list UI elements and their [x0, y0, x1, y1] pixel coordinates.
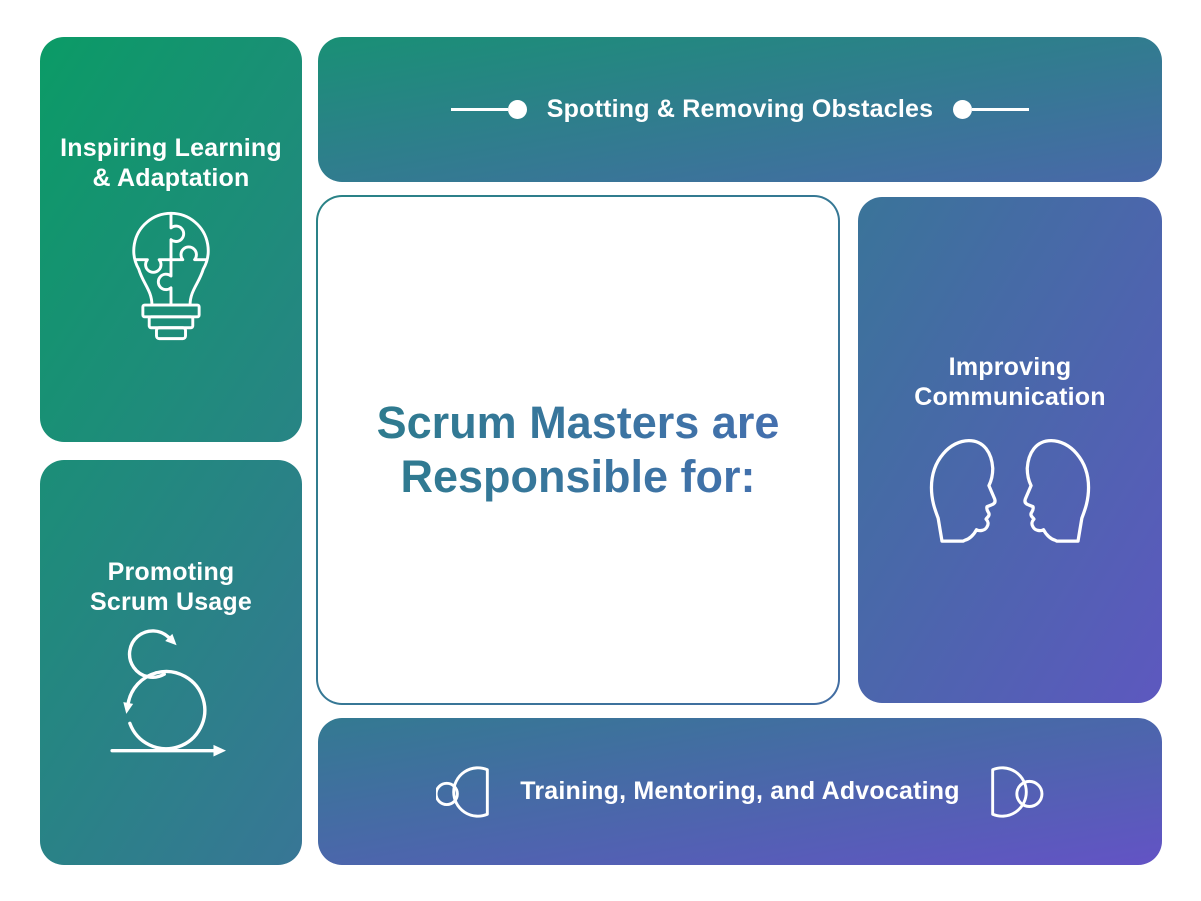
facing-heads-icon [929, 438, 1091, 543]
improving-title: Improving Communication [914, 352, 1106, 412]
panel-inspiring-learning: Inspiring Learning & Adaptation [40, 37, 302, 442]
panel-spotting-obstacles: Spotting & Removing Obstacles [318, 37, 1162, 182]
promoting-title: Promoting Scrum Usage [90, 557, 252, 617]
center-title: Scrum Masters are Responsible for: [377, 396, 780, 504]
dot-line-icon [953, 100, 1030, 119]
inspiring-title: Inspiring Learning & Adaptation [60, 133, 282, 193]
obstacles-title: Spotting & Removing Obstacles [546, 95, 934, 123]
center-title-line2: Responsible for: [400, 451, 756, 502]
panel-promoting-scrum: Promoting Scrum Usage [40, 460, 302, 865]
panel-training-mentoring: Training, Mentoring, and Advocating [318, 718, 1162, 865]
improving-title-line2: Communication [914, 383, 1106, 411]
promoting-title-line2: Scrum Usage [90, 587, 252, 616]
circle-halfdisc-icon [436, 765, 490, 818]
panel-improving-communication: Improving Communication [858, 197, 1162, 703]
center-title-line1: Scrum Masters are [376, 397, 780, 448]
inspiring-title-line1: Inspiring Learning [60, 133, 282, 162]
training-title: Training, Mentoring, and Advocating [520, 777, 960, 805]
line-dot-icon [450, 100, 527, 119]
lightbulb-puzzle-icon [132, 211, 210, 340]
inspiring-title-line2: & Adaptation [92, 163, 250, 192]
center-card: Scrum Masters are Responsible for: [316, 195, 840, 705]
halfdisc-circle-icon [990, 765, 1044, 818]
improving-title-line1: Improving [948, 353, 1072, 381]
center-card-inner: Scrum Masters are Responsible for: [318, 197, 838, 703]
scrum-sprint-loop-icon [110, 628, 227, 756]
promoting-title-line1: Promoting [107, 557, 235, 586]
